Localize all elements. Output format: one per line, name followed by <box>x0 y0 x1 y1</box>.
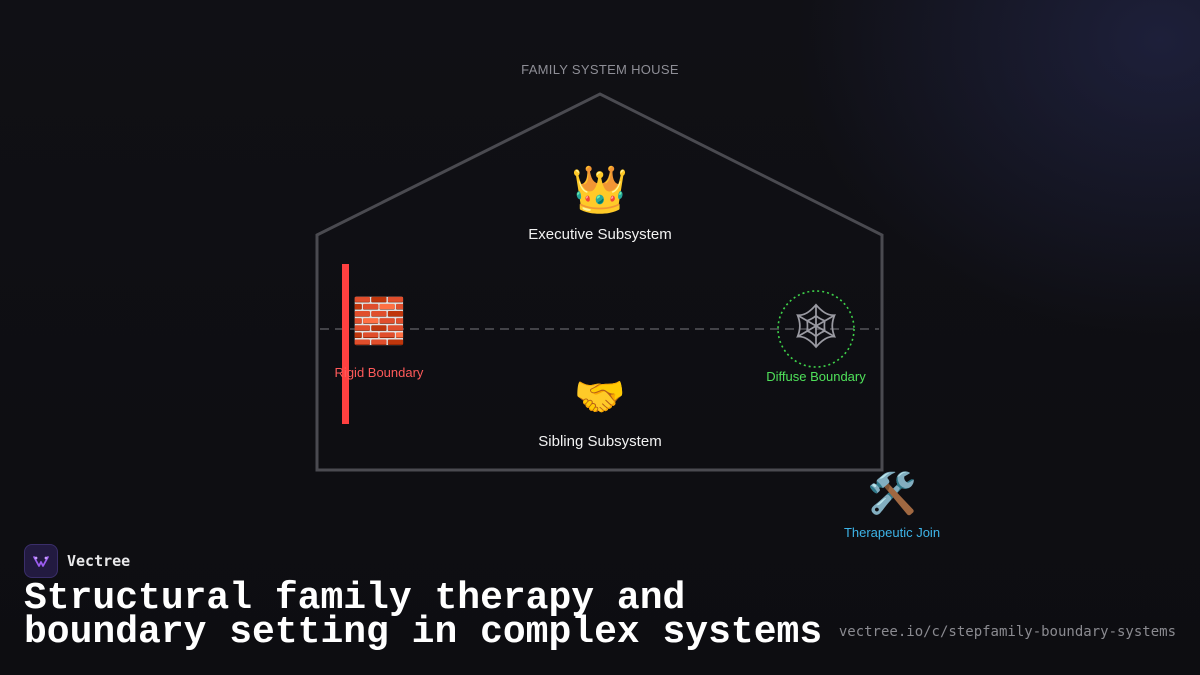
brick-wall-icon: 🧱 <box>351 296 407 347</box>
page-headline: Structural family therapy and boundary s… <box>24 577 823 654</box>
brand-name: Vectree <box>67 552 131 570</box>
house-title: FAMILY SYSTEM HOUSE <box>521 62 679 77</box>
crown-icon: 👑 <box>571 162 629 216</box>
rigid-boundary-label: Rigid Boundary <box>334 365 424 380</box>
sibling-subsystem-label: Sibling Subsystem <box>538 433 662 450</box>
house-outline <box>315 92 884 472</box>
hammer-wrench-icon: 🛠️ <box>867 471 917 517</box>
therapeutic-join-label: Therapeutic Join <box>843 525 941 540</box>
vectree-logo-icon <box>24 544 58 578</box>
brand: Vectree <box>24 544 130 578</box>
executive-subsystem-label: Executive Subsystem <box>528 226 672 243</box>
spider-web-icon: 🕸 <box>788 301 844 352</box>
source-url: vectree.io/c/stepfamily-boundary-systems <box>838 624 1176 640</box>
vectree-logo-mark <box>33 556 49 567</box>
rigid-boundary-bar <box>342 264 349 424</box>
diffuse-boundary-circle <box>777 290 855 368</box>
diffuse-boundary-label: Diffuse Boundary <box>766 369 866 384</box>
handshake-icon: 🤝 <box>573 372 627 421</box>
